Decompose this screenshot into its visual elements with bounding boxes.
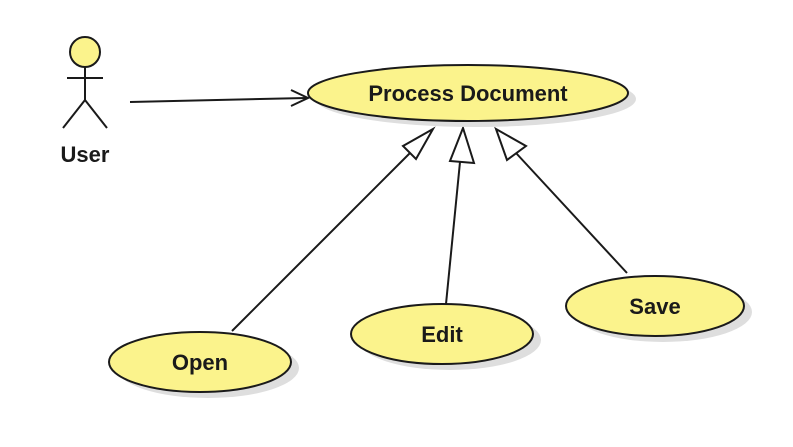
actor-user: User <box>61 36 110 167</box>
usecase-process-document: Process Document <box>307 64 636 127</box>
stick-figure-actor-icon <box>62 36 108 129</box>
usecase-label-process-document: Process Document <box>368 81 568 106</box>
usecase-label-open: Open <box>172 350 228 375</box>
association-user-process <box>129 89 311 107</box>
usecase-label-edit: Edit <box>421 322 463 347</box>
generalization-open <box>231 126 436 332</box>
generalization-save <box>494 126 628 274</box>
actor-label: User <box>61 142 110 167</box>
open-arrowhead-icon <box>290 89 311 107</box>
hollow-triangle-arrowhead-icon <box>494 126 528 162</box>
hollow-triangle-arrowhead-icon <box>448 125 476 165</box>
usecase-edit: Edit <box>350 303 541 370</box>
usecase-open: Open <box>108 331 299 398</box>
usecase-save: Save <box>565 275 752 342</box>
hollow-triangle-arrowhead-icon <box>401 126 436 161</box>
generalization-edit <box>445 125 476 305</box>
usecase-label-save: Save <box>629 294 680 319</box>
